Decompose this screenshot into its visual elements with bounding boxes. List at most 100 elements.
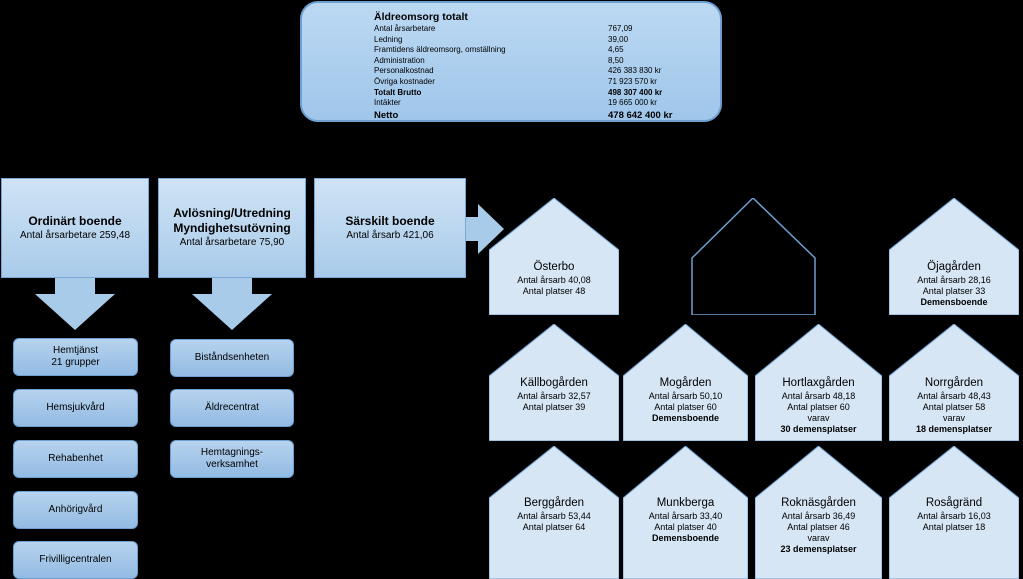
row-value: 19 665 000 kr <box>608 98 657 108</box>
unit-hemsjukvard: Hemsjukvård <box>13 389 138 427</box>
arrow-down-icon <box>192 278 272 330</box>
house-note: 23 demensplatser <box>780 544 857 554</box>
house-note: Demensboende <box>651 533 720 543</box>
house-roknasgarden: Roknäsgården Antal årsarb 36,49 Antal pl… <box>755 446 882 579</box>
unit-sublabel: 21 grupper <box>51 357 100 368</box>
house-shape <box>755 324 882 441</box>
summary-row: Antal årsarbetare 767,09 <box>374 24 694 35</box>
row-value: 767,09 <box>608 24 633 33</box>
house-shape <box>489 324 619 441</box>
house-shape <box>623 446 748 579</box>
house-name: Roknäsgården <box>781 497 856 509</box>
house-varav: varav <box>807 533 830 543</box>
house-name: Öjagården <box>927 261 981 273</box>
house-note: 30 demensplatser <box>780 424 857 434</box>
category-subtitle: Antal årsarbetare 259,48 <box>19 229 131 241</box>
unit-label: Frivilligcentralen <box>39 554 112 565</box>
row-label: Personalkostnad <box>374 66 434 76</box>
summary-row: Ledning 39,00 <box>374 35 694 46</box>
unit-frivilligcentralen: Frivilligcentralen <box>13 541 138 579</box>
house-shape <box>623 324 748 441</box>
unit-label: Anhörigvård <box>48 504 103 515</box>
house-staff: Antal årsarb 48,18 <box>781 391 856 401</box>
house-rosagrand: Rosågränd Antal årsarb 16,03 Antal plats… <box>889 446 1019 579</box>
row-label: Intäkter <box>374 98 401 108</box>
house-shape <box>889 324 1019 441</box>
house-name: Rosågränd <box>925 497 983 509</box>
house-places: Antal platser 58 <box>922 402 986 412</box>
house-staff: Antal årsarb 50,10 <box>648 391 723 401</box>
house-hortlaxgarden: Hortlaxgården Antal årsarb 48,18 Antal p… <box>755 324 882 441</box>
summary-row: Framtidens äldreomsorg, omställning 4,65 <box>374 45 694 56</box>
house-berggarden: Berggården Antal årsarb 53,44 Antal plat… <box>489 446 619 579</box>
house-places: Antal platser 18 <box>922 522 986 532</box>
house-name: Källbogården <box>520 377 588 389</box>
unit-label: Biståndsenheten <box>194 352 270 363</box>
category-subtitle: Antal årsarbetare 75,90 <box>179 237 285 248</box>
house-munkberga: Munkberga Antal årsarb 33,40 Antal plats… <box>623 446 748 579</box>
category-title-line2: Myndighetsutövning <box>173 221 291 235</box>
unit-label: Hemtjänst <box>52 345 98 356</box>
house-shape <box>691 198 816 315</box>
house-staff: Antal årsarb 53,44 <box>517 511 591 521</box>
summary-title: Äldreomsorg totalt <box>374 11 468 23</box>
row-label: Framtidens äldreomsorg, omställning <box>374 45 506 55</box>
row-value: 426 383 830 kr <box>608 66 662 76</box>
house-staff: Antal årsarb 33,40 <box>648 511 723 521</box>
unit-aldrecentrat: Äldrecentrat <box>170 389 294 427</box>
row-label: Ledning <box>374 34 403 44</box>
house-varav: varav <box>942 413 965 423</box>
unit-sublabel: verksamhet <box>206 459 258 470</box>
unit-label: Äldrecentrat <box>205 402 259 413</box>
house-places: Antal platser 48 <box>522 286 586 296</box>
summary-rows: Antal årsarbetare 767,09 Ledning 39,00 Fra… <box>374 24 694 122</box>
house-ojagarden: Öjagården Antal årsarb 28,16 Antal plats… <box>889 198 1019 315</box>
sarskilt-boende-box: Särskilt boende Antal årsarb 421,06 <box>314 178 466 278</box>
row-label: Administration <box>374 55 425 65</box>
house-kallbogarden: Källbogården Antal årsarb 32,57 Antal pl… <box>489 324 619 441</box>
ordinart-boende-box: Ordinärt boende Antal årsarbetare 259,48 <box>1 178 149 278</box>
row-value: 39,00 <box>608 34 629 44</box>
unit-hemtjanst: Hemtjänst 21 grupper <box>13 338 138 376</box>
row-label: Antal årsarbetare <box>374 24 436 33</box>
house-note: Demensboende <box>651 413 720 423</box>
house-name: Österbo <box>533 261 575 273</box>
arrow-right-icon <box>466 204 504 254</box>
house-places: Antal platser 64 <box>522 522 586 532</box>
house-places: Antal platser 39 <box>522 402 586 412</box>
summary-box: Äldreomsorg totalt Antal årsarbetare 767,… <box>300 1 722 122</box>
row-value: 4,65 <box>608 45 624 55</box>
row-value: 8,50 <box>608 55 624 65</box>
house-name: Mogården <box>659 377 712 389</box>
row-value: 71 923 570 kr <box>608 76 657 86</box>
house-mogarden: Mogården Antal årsarb 50,10 Antal platse… <box>623 324 748 441</box>
house-shape <box>489 446 619 579</box>
house-places: Antal platser 33 <box>922 286 986 296</box>
arrow-down-icon <box>35 278 115 330</box>
house-varav: varav <box>807 413 830 423</box>
summary-row: Administration 8,50 <box>374 56 694 67</box>
house-note: Demensboende <box>920 297 988 307</box>
unit-anhorigvard: Anhörigvård <box>13 491 138 529</box>
unit-label: Rehabenhet <box>48 453 103 464</box>
house-shape <box>755 446 882 579</box>
unit-hemtagning: Hemtagnings- verksamhet <box>170 440 294 478</box>
house-name: Norrgården <box>924 377 984 389</box>
unit-rehabenhet: Rehabenhet <box>13 440 138 478</box>
row-value: 498 307 400 kr <box>608 87 663 97</box>
house-osterbo: Österbo Antal årsarb 40,08 Antal platser… <box>489 198 619 315</box>
summary-row: Totalt Brutto 498 307 400 kr <box>374 88 694 99</box>
row-label: Övriga kostnader <box>374 76 435 86</box>
house-note: 18 demensplatser <box>915 424 993 434</box>
unit-bistandsenheten: Biståndsenheten <box>170 339 294 377</box>
category-title: Ordinärt boende <box>28 213 122 228</box>
house-staff: Antal årsarb 28,16 <box>917 275 991 285</box>
category-title: Avlösning/Utredning <box>173 206 291 220</box>
row-label: Totalt Brutto <box>374 87 422 97</box>
summary-row: Övriga kostnader 71 923 570 kr <box>374 77 694 88</box>
house-places: Antal platser 60 <box>654 402 717 412</box>
row-label: Netto <box>374 109 399 121</box>
summary-row: Personalkostnad 426 383 830 kr <box>374 66 694 77</box>
house-places: Antal platser 60 <box>787 402 850 412</box>
house-shape <box>489 198 619 315</box>
